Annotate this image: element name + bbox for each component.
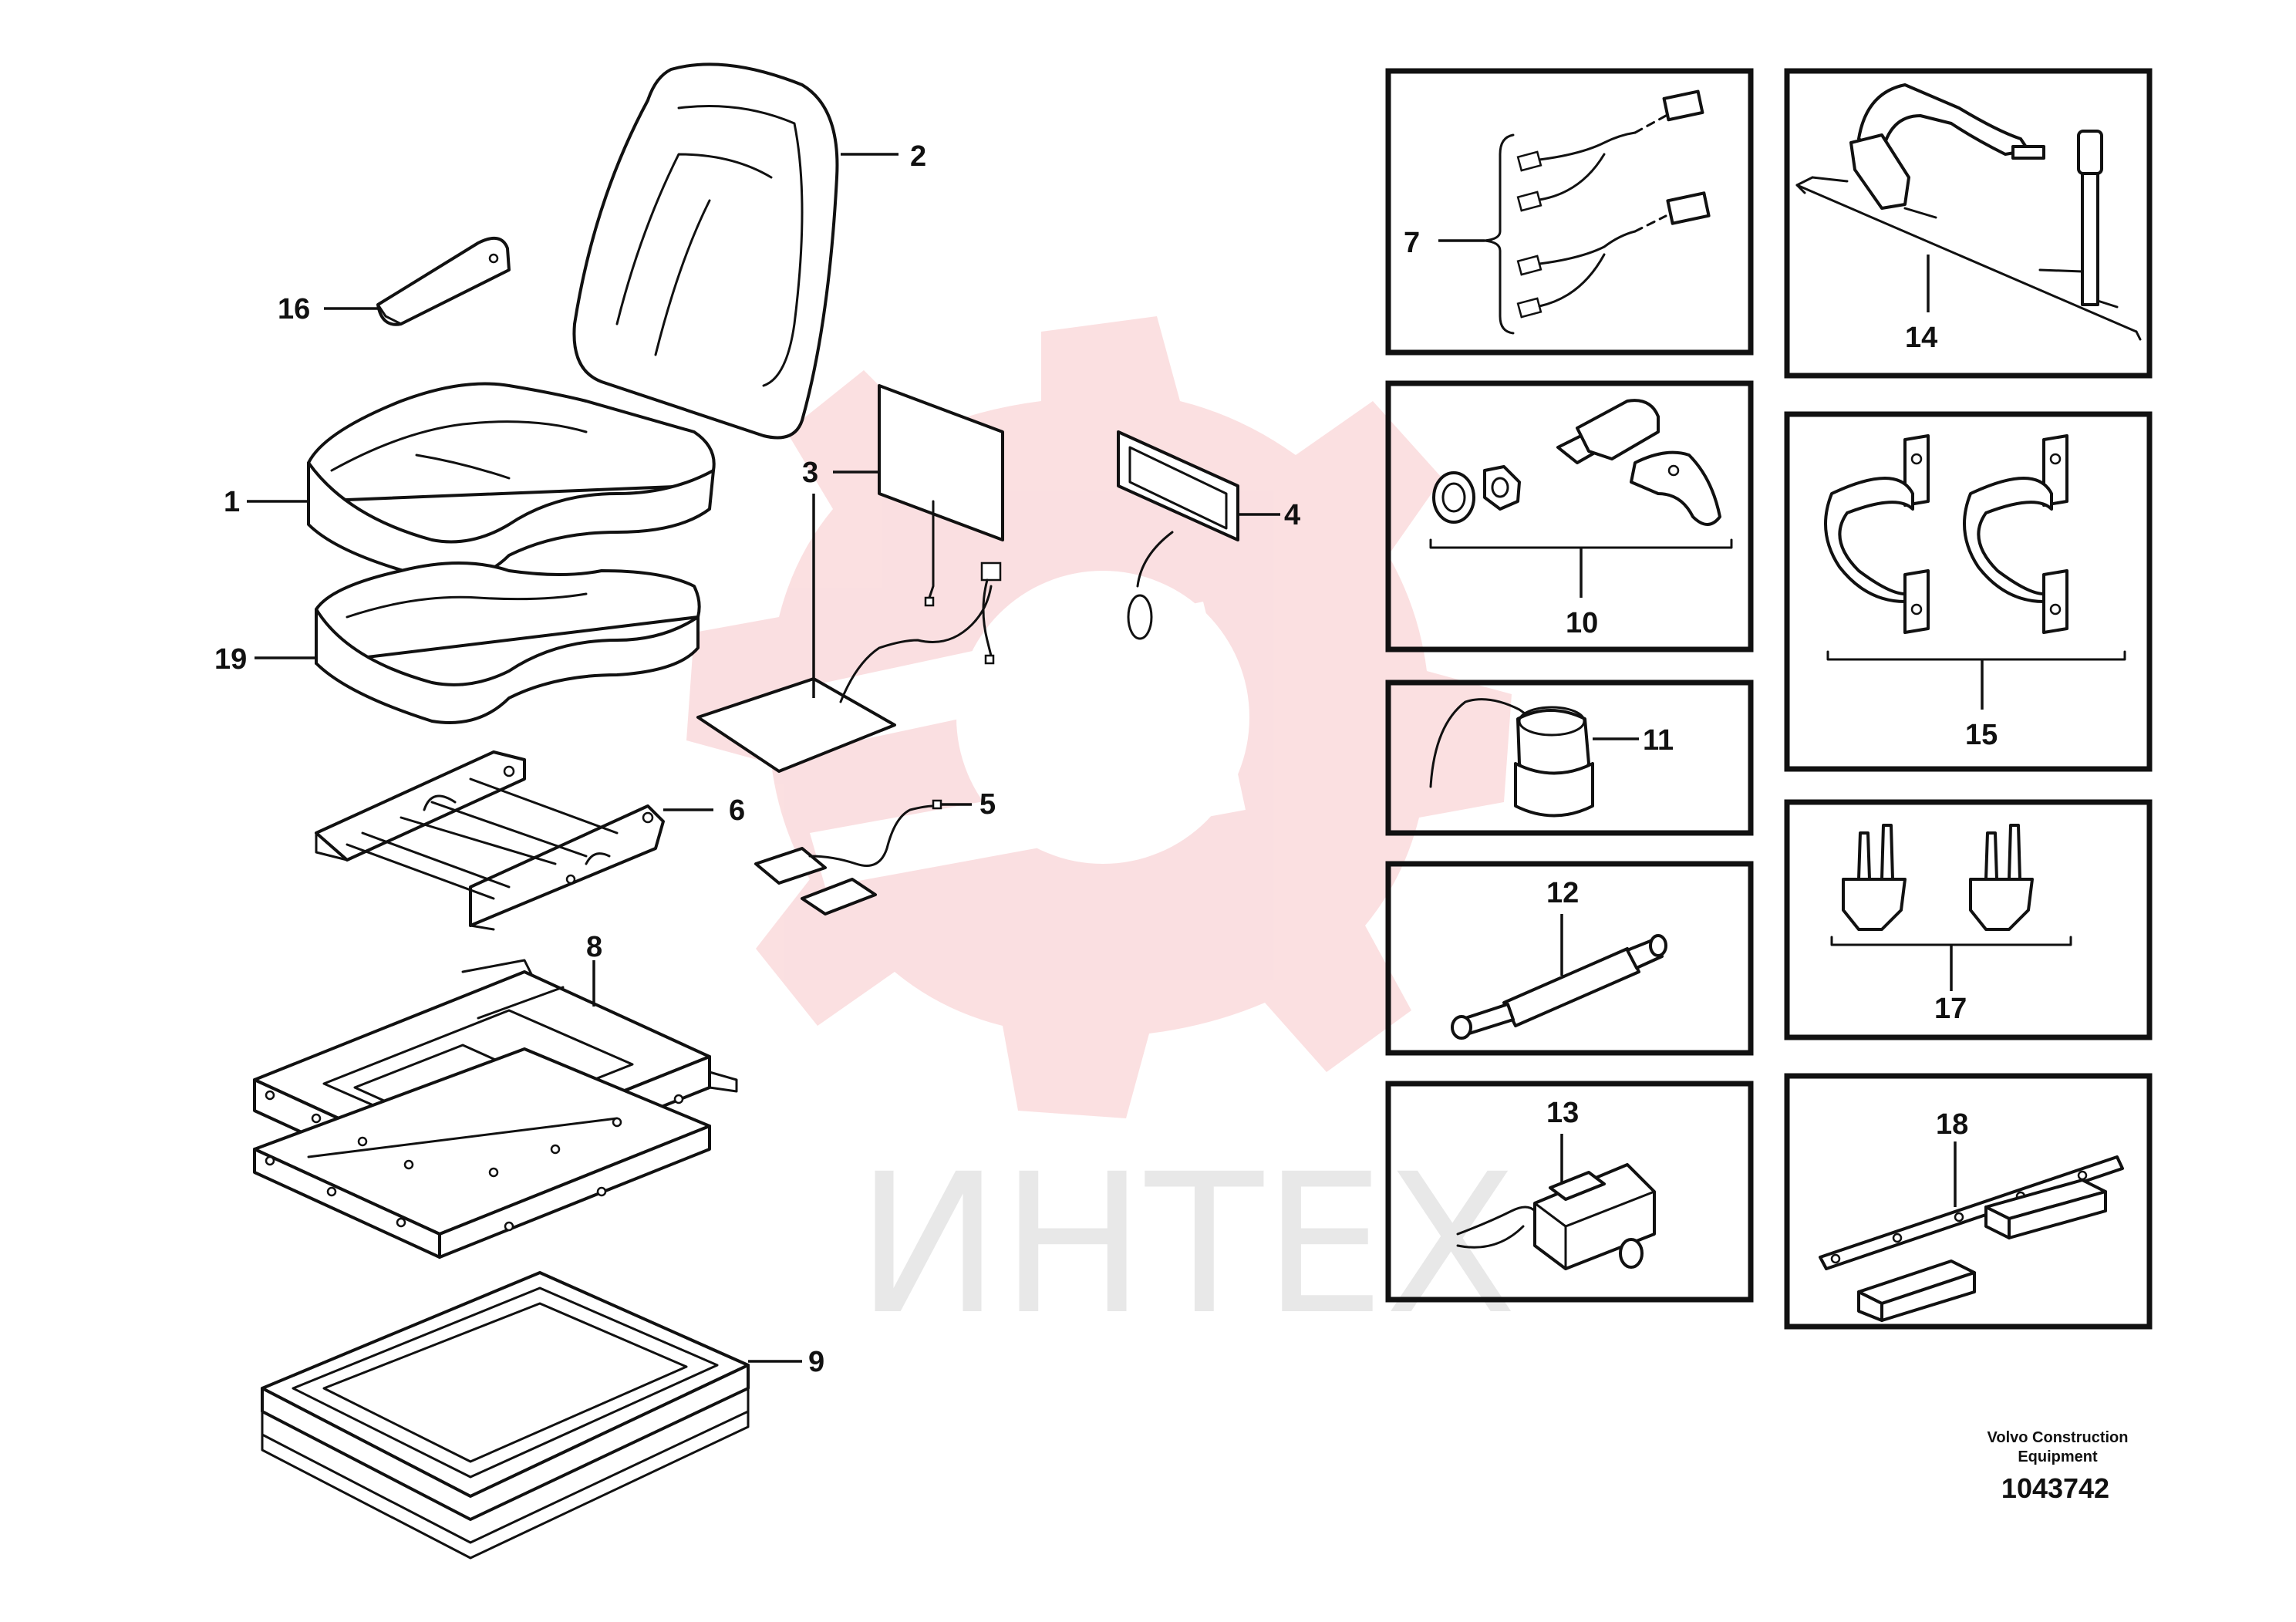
credit-line1: Volvo Construction	[1988, 1429, 2129, 1446]
part-seat-cushion	[307, 382, 716, 582]
callout-10: 10	[1566, 607, 1598, 639]
callout-5: 5	[979, 788, 996, 821]
watermark-gear-logo	[686, 316, 1512, 1118]
publisher-credit: Volvo Construction Equipment 1043742	[1988, 1429, 2129, 1504]
callout-6: 6	[729, 794, 745, 827]
detail-box-17: 17	[1784, 799, 2153, 1040]
callout-14: 14	[1905, 322, 1937, 354]
detail-box-18: 18	[1784, 1073, 2153, 1330]
callout-13: 13	[1546, 1097, 1579, 1129]
detail-box-11: 11	[1385, 679, 1754, 836]
callout-11: 11	[1643, 724, 1674, 757]
detail-box-15: 15	[1784, 411, 2153, 772]
part-seat-rail	[315, 750, 665, 931]
callout-1: 1	[224, 486, 240, 518]
callout-12: 12	[1546, 877, 1579, 909]
detail-box-12: 12	[1385, 861, 1754, 1056]
callout-3: 3	[802, 457, 818, 489]
detail-box-7: 7	[1385, 68, 1754, 356]
detail-box-14: 14	[1784, 68, 2153, 379]
callout-8: 8	[586, 931, 602, 963]
callout-18: 18	[1936, 1108, 1968, 1141]
callout-2: 2	[910, 140, 926, 173]
callout-4: 4	[1284, 499, 1300, 531]
document-number: 1043742	[2001, 1472, 2109, 1504]
part-heater-pad	[696, 384, 1004, 773]
watermark-text: ИНТЕХ	[856, 1132, 1517, 1357]
callout-16: 16	[278, 293, 310, 325]
part-backrest	[572, 62, 839, 440]
watermark: ИНТЕХ	[686, 316, 1517, 1357]
callouts-left: 2 16 1 19 3 4 5 6 8 9	[214, 140, 1300, 1378]
detail-box-10: 10	[1385, 380, 1754, 653]
callout-15: 15	[1965, 719, 1998, 751]
part-bellows-tray	[261, 1271, 750, 1560]
callout-7: 7	[1404, 227, 1420, 259]
callout-19: 19	[214, 643, 247, 676]
callout-17: 17	[1934, 993, 1967, 1025]
part-armrest	[376, 236, 511, 326]
part-cushion-base	[315, 561, 701, 724]
credit-line2: Equipment	[2018, 1448, 2098, 1465]
part-suspension-frame	[253, 959, 738, 1259]
part-harness	[754, 799, 942, 916]
detail-box-13: 13	[1385, 1081, 1754, 1303]
part-sensor-mat	[1117, 430, 1239, 640]
callout-9: 9	[808, 1346, 824, 1378]
